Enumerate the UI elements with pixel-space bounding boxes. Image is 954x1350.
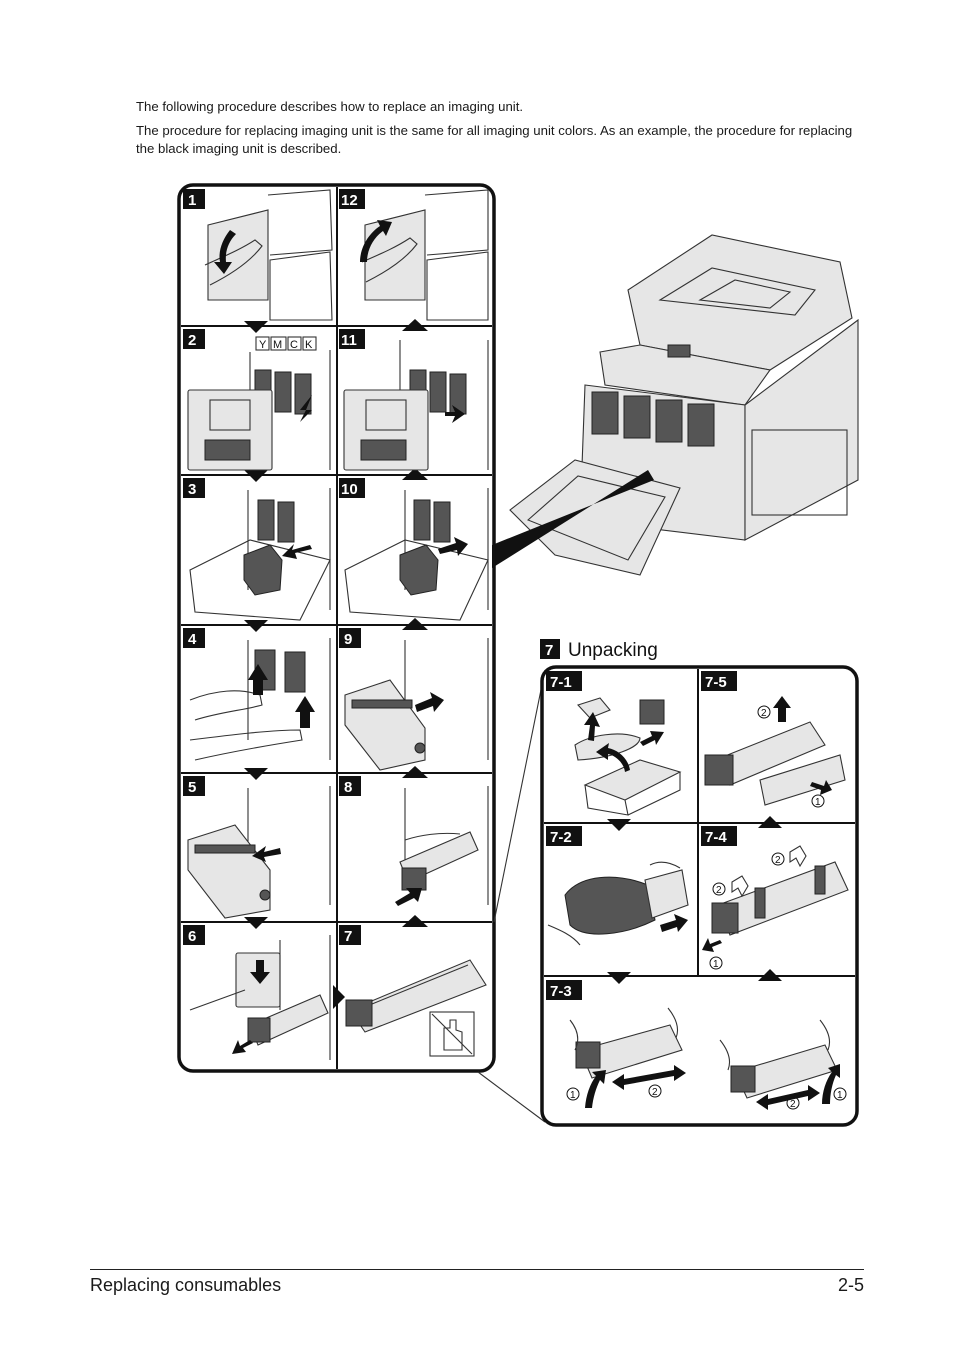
svg-text:5: 5 xyxy=(188,779,196,796)
unpacking-frame xyxy=(540,665,859,1127)
step-badge-6: 6 xyxy=(183,925,205,945)
svg-text:Y: Y xyxy=(259,339,267,351)
svg-text:1: 1 xyxy=(188,192,196,209)
svg-text:1: 1 xyxy=(837,1090,843,1101)
printer-illustration xyxy=(492,234,859,576)
svg-text:7: 7 xyxy=(545,642,553,659)
svg-text:11: 11 xyxy=(341,332,357,349)
svg-text:10: 10 xyxy=(341,481,358,498)
svg-text:8: 8 xyxy=(344,779,352,796)
circle-num-2: 2 xyxy=(648,1084,662,1098)
unpack-badge-7-1: 7-1 xyxy=(546,671,582,691)
step-8-illustration xyxy=(395,786,489,906)
intro-line-1: The following procedure describes how to… xyxy=(136,99,524,114)
svg-text:2: 2 xyxy=(652,1087,658,1098)
step-9-illustration xyxy=(344,638,489,771)
svg-text:2: 2 xyxy=(761,708,767,719)
step-badge-7: 7 xyxy=(339,925,361,945)
step-badge-9: 9 xyxy=(339,628,361,648)
svg-text:1: 1 xyxy=(815,797,821,808)
step-10-illustration xyxy=(344,488,489,621)
svg-text:12: 12 xyxy=(341,192,358,209)
svg-text:7-3: 7-3 xyxy=(550,983,572,1000)
circle-num-2: 2 xyxy=(786,1096,800,1110)
svg-text:7: 7 xyxy=(344,928,352,945)
step-1-illustration xyxy=(204,189,333,321)
svg-text:K: K xyxy=(305,339,313,351)
unpack-badge-7-2: 7-2 xyxy=(546,826,582,846)
svg-text:2: 2 xyxy=(790,1099,796,1110)
step-2-illustration: Y M C K xyxy=(187,336,331,471)
svg-text:4: 4 xyxy=(188,631,197,648)
circle-num-1: 1 xyxy=(709,956,723,970)
step-3-illustration xyxy=(189,488,331,621)
unpacking-heading: 7 Unpacking xyxy=(540,639,658,661)
circle-num-2: 2 xyxy=(757,705,771,719)
svg-text:2: 2 xyxy=(716,885,722,896)
svg-text:2: 2 xyxy=(775,855,781,866)
step-badge-8: 8 xyxy=(339,776,361,796)
svg-text:7-2: 7-2 xyxy=(550,829,572,846)
svg-text:9: 9 xyxy=(344,631,352,648)
steps-frame xyxy=(177,183,496,1073)
svg-text:3: 3 xyxy=(188,481,196,498)
circle-num-2: 2 xyxy=(712,882,726,896)
unpack-badge-7-3: 7-3 xyxy=(546,980,582,1000)
circle-num-1: 1 xyxy=(833,1087,847,1101)
toner-color-labels: Y M C K xyxy=(255,336,317,351)
svg-text:6: 6 xyxy=(188,928,196,945)
svg-text:1: 1 xyxy=(570,1090,576,1101)
flow-arrows xyxy=(244,319,428,1009)
footer-rule xyxy=(90,1269,864,1270)
circle-num-1: 1 xyxy=(566,1087,580,1101)
step-12-illustration xyxy=(360,189,489,321)
unpacking-flow-arrows xyxy=(607,816,782,984)
unpack-7-4-illustration: 2 2 1 xyxy=(702,845,849,970)
step-7-illustration xyxy=(345,959,487,1057)
unpack-7-2-illustration xyxy=(547,861,689,946)
step-badge-3: 3 xyxy=(183,478,205,498)
step-badge-2: 2 xyxy=(183,329,205,349)
svg-text:7-4: 7-4 xyxy=(705,829,727,846)
step-11-illustration xyxy=(343,340,489,471)
unpack-badge-7-4: 7-4 xyxy=(701,826,737,846)
step-badge-11: 11 xyxy=(339,329,365,349)
intro-line-2: The procedure for replacing imaging unit… xyxy=(136,123,853,156)
footer-page-number: 2-5 xyxy=(837,1275,864,1295)
unpack-7-5-illustration: 2 1 xyxy=(704,696,846,808)
footer-section-title: Replacing consumables xyxy=(90,1275,282,1295)
svg-text:M: M xyxy=(273,339,282,351)
svg-text:C: C xyxy=(290,339,298,351)
unpack-7-3-illustration: 1 2 2 1 xyxy=(566,1007,847,1110)
step-badge-1: 1 xyxy=(183,189,205,209)
svg-text:1: 1 xyxy=(713,959,719,970)
step-4-illustration xyxy=(189,638,331,761)
svg-text:7-5: 7-5 xyxy=(705,674,727,691)
svg-text:Unpacking: Unpacking xyxy=(568,640,658,661)
step-5-illustration xyxy=(187,786,331,919)
unpack-badge-7-5: 7-5 xyxy=(701,671,737,691)
unpack-7-1-illustration xyxy=(574,697,682,816)
step-6-illustration xyxy=(189,935,331,1060)
step-badge-5: 5 xyxy=(183,776,205,796)
svg-text:7-1: 7-1 xyxy=(550,674,572,691)
step-badge-12: 12 xyxy=(339,189,365,209)
circle-num-2: 2 xyxy=(771,852,785,866)
step-badge-4: 4 xyxy=(183,628,205,648)
svg-text:2: 2 xyxy=(188,332,196,349)
circle-num-1: 1 xyxy=(811,794,825,808)
step-badge-10: 10 xyxy=(339,478,365,498)
